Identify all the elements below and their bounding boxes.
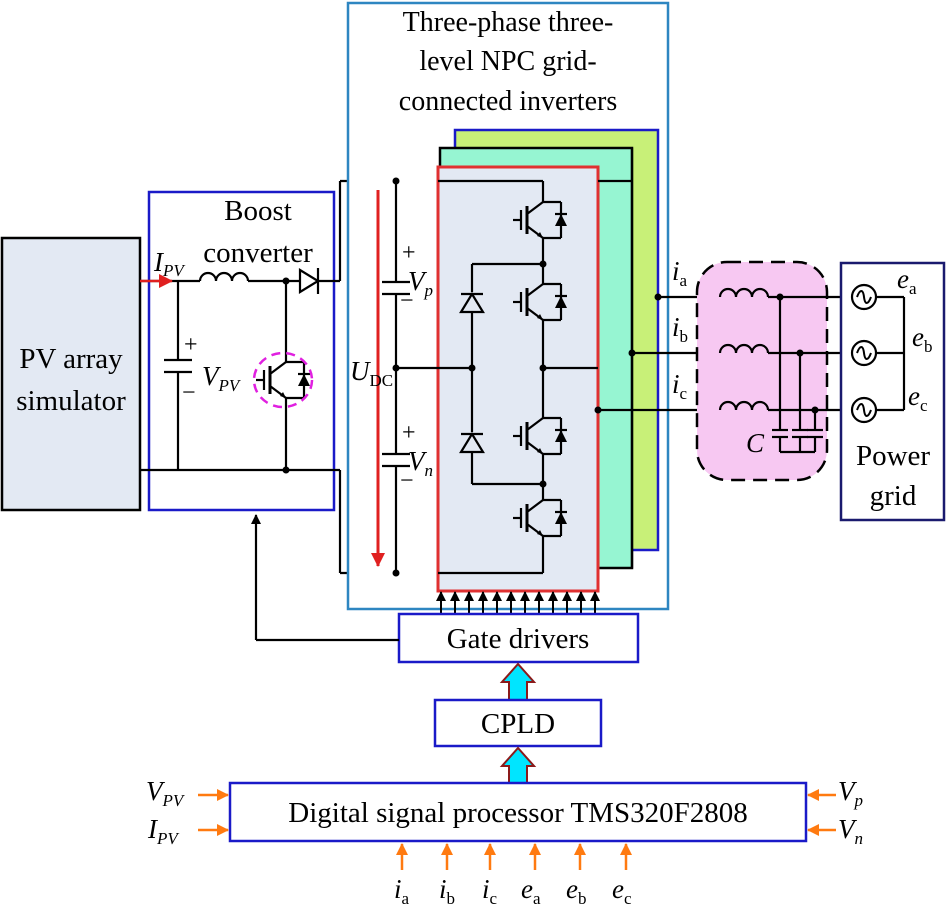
lc-filter-block bbox=[695, 260, 829, 482]
vpv-plus: + bbox=[184, 332, 198, 358]
boost-label-2: converter bbox=[203, 237, 313, 269]
ea-label: ea bbox=[897, 264, 917, 298]
dsp-input-arrows bbox=[198, 789, 836, 870]
pv-array-label-1: PV array bbox=[19, 343, 123, 375]
grid-source-b bbox=[850, 339, 878, 367]
pv-array-label-2: simulator bbox=[16, 385, 126, 417]
grid-sources-wiring bbox=[876, 295, 906, 412]
vn-label: Vn bbox=[408, 446, 433, 480]
dsp-in-ea: ea bbox=[521, 874, 541, 908]
ic-label: ic bbox=[672, 369, 688, 403]
cpld-block bbox=[433, 698, 603, 748]
dsp-in-vp: Vp bbox=[838, 776, 863, 810]
dsp-in-ib: ib bbox=[439, 874, 455, 908]
inverter-title-1: Three-phase three- bbox=[403, 7, 614, 38]
dsp-label: Digital signal processor TMS320F2808 bbox=[288, 797, 747, 829]
ia-label: ia bbox=[672, 256, 688, 290]
grid-source-c bbox=[850, 396, 878, 424]
cpld-label: CPLD bbox=[481, 708, 555, 740]
dsp-in-ia: ia bbox=[394, 874, 410, 908]
dsp-in-vn: Vn bbox=[838, 814, 863, 848]
ib-label: ib bbox=[672, 312, 688, 346]
cpld-to-gate-arrow bbox=[499, 662, 537, 701]
dc-link-wiring bbox=[382, 177, 472, 577]
gate-signal-arrows bbox=[436, 591, 600, 614]
vp-label: Vp bbox=[408, 266, 433, 300]
pv-array-block bbox=[0, 236, 142, 512]
ipv-label: IPV bbox=[153, 247, 186, 280]
dsp-block bbox=[228, 781, 808, 843]
grid-source-a bbox=[850, 283, 878, 311]
inverter-title-3: connected inverters bbox=[399, 86, 617, 117]
dsp-in-ipv: IPV bbox=[147, 814, 180, 848]
vn-plus: + bbox=[402, 420, 416, 446]
inverter-title-2: level NPC grid- bbox=[419, 46, 596, 77]
dsp-in-eb: eb bbox=[566, 874, 586, 908]
vp-plus: + bbox=[402, 240, 416, 266]
vn-minus: − bbox=[400, 468, 414, 494]
vp-minus: − bbox=[400, 288, 414, 314]
eb-label: eb bbox=[912, 322, 932, 356]
udc-label: UDC bbox=[350, 356, 393, 390]
switch-highlight-ring bbox=[252, 351, 314, 409]
power-grid-label-1: Power bbox=[856, 440, 930, 472]
boost-label-1: Boost bbox=[224, 195, 292, 227]
dsp-in-ec: ec bbox=[612, 874, 632, 908]
boost-converter-block bbox=[147, 190, 336, 512]
vpv-minus: − bbox=[182, 380, 196, 406]
npc-leg-wiring bbox=[438, 148, 634, 575]
lc-filter-wiring bbox=[718, 287, 852, 454]
power-grid-label-2: grid bbox=[870, 480, 917, 512]
vpv-label: VPV bbox=[202, 361, 242, 395]
capacitor-label: C bbox=[746, 428, 765, 458]
dsp-to-cpld-arrow bbox=[499, 746, 537, 784]
phase-leg-a bbox=[436, 165, 600, 593]
dsp-in-ic: ic bbox=[482, 874, 498, 908]
dsp-in-vpv: VPV bbox=[146, 776, 186, 810]
gate-drivers-label: Gate drivers bbox=[447, 623, 590, 655]
gate-drivers-block bbox=[397, 612, 640, 664]
ec-label: ec bbox=[908, 381, 928, 415]
